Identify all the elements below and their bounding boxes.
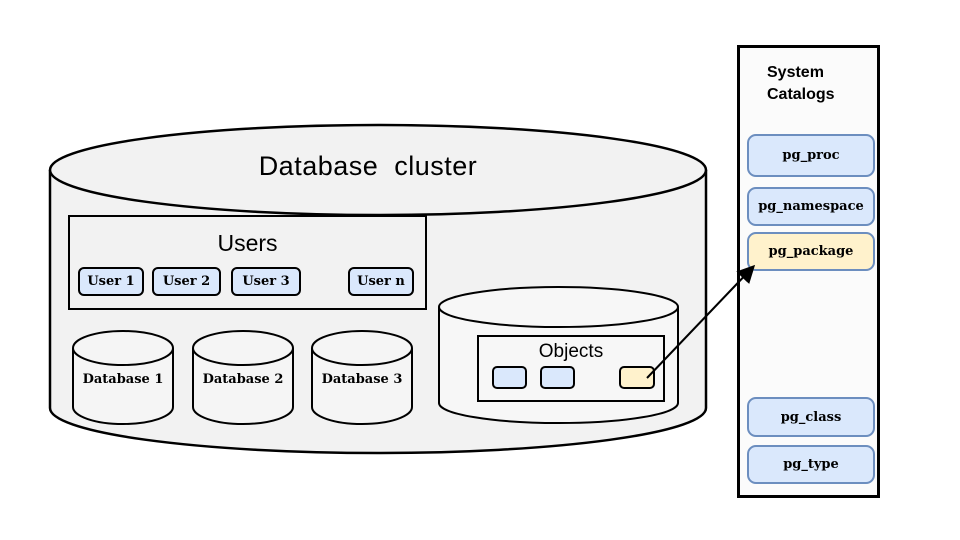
system-catalogs-title: System Catalogs xyxy=(767,64,835,103)
object-chip-package xyxy=(619,366,655,389)
user-2-node: User 2 xyxy=(152,267,221,296)
user-n-node: User n xyxy=(348,267,414,296)
object-chip-2 xyxy=(540,366,575,389)
database-cluster-title: Database cluster xyxy=(258,151,478,181)
catalog-pg-package: pg_package xyxy=(747,232,875,271)
users-group-box xyxy=(68,215,427,310)
database-2-cylinder xyxy=(192,330,294,425)
database-1-label: Database 1 xyxy=(82,372,164,387)
database-2-label: Database 2 xyxy=(202,372,284,387)
objects-group-title: Objects xyxy=(538,341,604,362)
catalog-pg-proc: pg_proc xyxy=(747,134,875,177)
database-3-cylinder xyxy=(311,330,413,425)
system-catalogs-panel: System Catalogs pg_proc pg_namespace pg_… xyxy=(737,45,880,498)
database-1-cylinder xyxy=(72,330,174,425)
user-1-node: User 1 xyxy=(78,267,144,296)
catalog-pg-class: pg_class xyxy=(747,397,875,437)
catalog-pg-type: pg_type xyxy=(747,445,875,484)
users-group-title: Users xyxy=(217,230,278,256)
user-3-node: User 3 xyxy=(231,267,301,296)
database-3-label: Database 3 xyxy=(321,372,403,387)
catalog-pg-namespace: pg_namespace xyxy=(747,187,875,226)
object-chip-1 xyxy=(492,366,527,389)
